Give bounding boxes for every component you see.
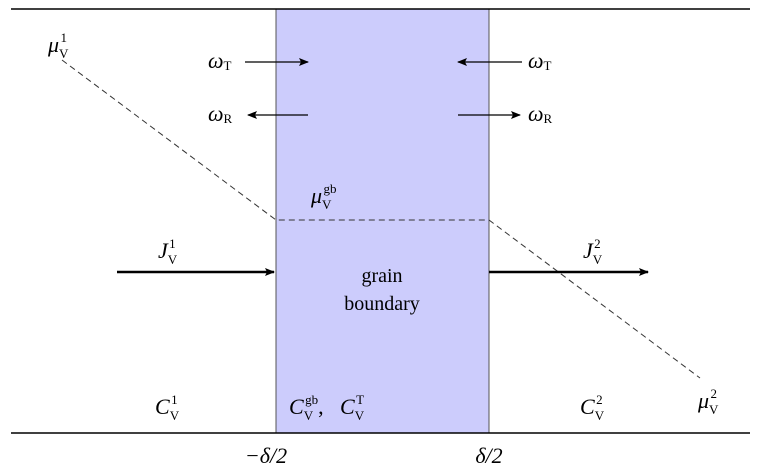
x-right-tick-label: δ/2 bbox=[475, 443, 502, 468]
j-v-2-label: JV2 bbox=[583, 236, 603, 267]
boundary-label: boundary bbox=[344, 293, 420, 315]
j-v-1-label: JV1 bbox=[158, 236, 178, 267]
mu-v-gb-label: μVgb bbox=[310, 181, 336, 212]
grain-label: grain bbox=[361, 265, 402, 287]
grain-boundary-region bbox=[275, 8, 490, 434]
c-v-1-label: CV1 bbox=[155, 392, 180, 423]
c-v-2-label: CV2 bbox=[580, 392, 605, 423]
chemical-potential-profile bbox=[61, 59, 701, 379]
omega-r-left-label: ωR bbox=[208, 101, 233, 126]
mu-v-2-label: μV2 bbox=[697, 386, 719, 417]
omega-t-right-label: ωT bbox=[528, 48, 552, 73]
mu-v-1-label: μV1 bbox=[47, 30, 69, 61]
omega-r-right-label: ωR bbox=[528, 101, 553, 126]
x-left-tick-label: −δ/2 bbox=[245, 443, 287, 468]
c-v-gb-label: CVgb, bbox=[289, 392, 324, 423]
c-v-t-label: CVT bbox=[340, 392, 365, 423]
omega-t-left-label: ωT bbox=[208, 48, 232, 73]
